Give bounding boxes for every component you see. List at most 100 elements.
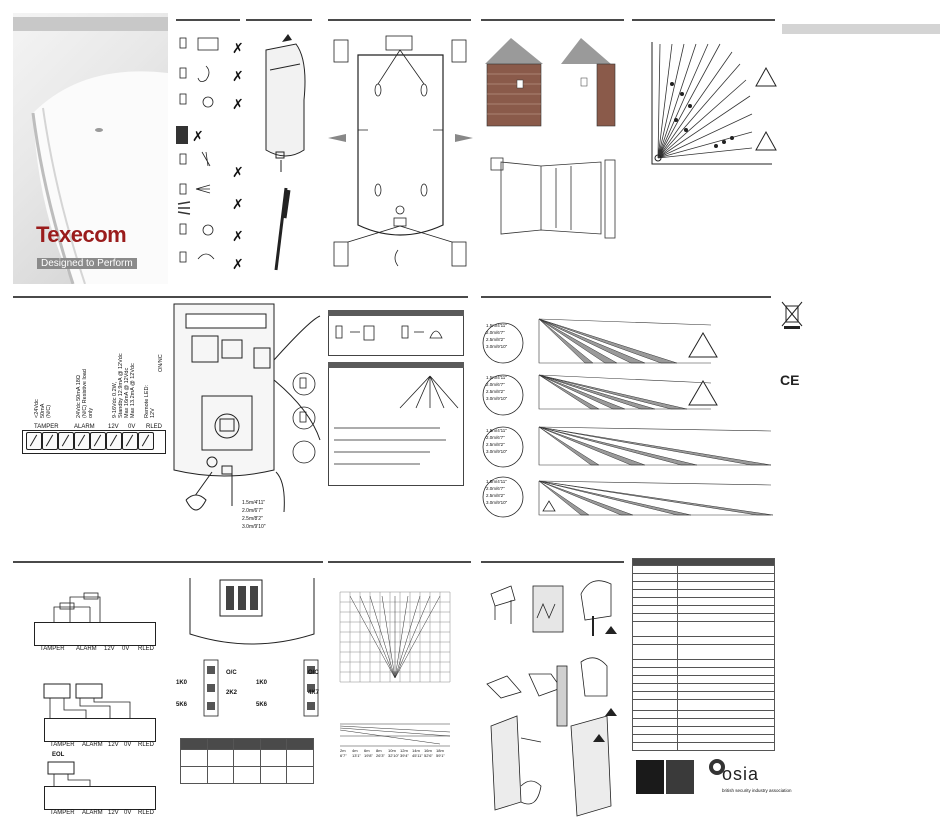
terminal-label: RLED: [138, 742, 155, 748]
terminal-label: 0V: [124, 810, 132, 816]
osia-sub: british security industry association: [722, 788, 792, 793]
terminal-label: 0V: [124, 742, 132, 748]
no-mark: ✗: [232, 256, 244, 272]
top-rule-3: [246, 19, 312, 21]
terminal-strip-2: [34, 622, 156, 646]
terminal-label-12v: 12V: [108, 424, 119, 430]
pcb-diagram: [173, 303, 321, 513]
on-nc-label: ON/NC: [158, 354, 164, 372]
pcb-height-label: 2.0m/6'7": [242, 508, 263, 514]
walk-test-diagram: [651, 42, 777, 165]
xtick-0: 2m 6'7": [340, 748, 347, 758]
dip-switch-zoom: [189, 578, 315, 645]
pcb-height-label: 3.0m/9'10": [242, 524, 266, 530]
no-mark: ✗: [192, 128, 204, 144]
mount-height-icons: [292, 372, 316, 464]
alarm-rating: 24Vdc 50mA 18Ω (N/C) Resistive load only: [76, 369, 94, 418]
power-rating: 9-16Vdc 0.2W, Standby 12.9mA @ 12Vdc Max…: [112, 353, 136, 418]
terminal-label: RLED: [138, 810, 155, 816]
terminal-label-0v: 0V: [128, 424, 136, 430]
eol-1k0b: 1K0: [256, 680, 268, 686]
height-d2: 2.5m/8'2": [486, 493, 505, 498]
height-d1: 2.0m/6'7": [486, 486, 505, 491]
eol-2k2: 2K2: [226, 690, 238, 696]
walk-test-header: [328, 362, 464, 368]
no-mark: ✗: [232, 96, 244, 112]
xtick-3: 8m 26'3": [376, 748, 385, 758]
height-b0: 1.5m/4'11": [486, 375, 507, 380]
eol-table: [180, 738, 314, 784]
top-rule-5: [481, 19, 624, 21]
eol-5k6: 5K6: [176, 702, 188, 708]
cover-panel: Texecom Designed to Perform: [13, 13, 168, 284]
led-test-header: [328, 310, 464, 316]
terminal-label: ALARM: [82, 742, 103, 748]
no-mark: ✗: [232, 228, 244, 244]
no-mark: ✗: [232, 68, 244, 84]
beam-patterns: [482, 318, 774, 518]
spec-table: [632, 558, 775, 751]
top-rule-6: [632, 19, 775, 21]
terminal-label: TAMPER: [50, 810, 75, 816]
terminal-label: TAMPER: [40, 646, 65, 652]
terminal-label: 0V: [122, 646, 130, 652]
height-c0: 1.5m/4'11": [486, 428, 507, 433]
top-rule-2: [176, 19, 240, 21]
terminal-label-rled: RLED: [146, 424, 163, 430]
xtick-7: 16m 52'6": [424, 748, 433, 758]
mid-rule-2: [481, 296, 771, 298]
height-b2: 2.5m/8'2": [486, 389, 505, 394]
installation-sketches: [486, 580, 617, 817]
eol-wiring-2: [43, 683, 131, 718]
terminal-screw: [74, 432, 90, 450]
no-mark: ✗: [232, 40, 244, 56]
eol-oc-b: O/C: [308, 670, 319, 676]
brand-tagline: Designed to Perform: [37, 258, 137, 269]
eol-resistor-blocks: [203, 659, 319, 717]
pcb-height-label: 1.5m/4'11": [242, 500, 266, 506]
mid-rule-1: [13, 296, 468, 298]
bottom-rule-3: [481, 561, 624, 563]
terminal-label: TAMPER: [50, 742, 75, 748]
terminal-screw: [122, 432, 138, 450]
osia-swirl-icon: [709, 759, 725, 775]
terminal-screw: [90, 432, 106, 450]
xtick-6: 14m 45'11": [412, 748, 423, 758]
terminal-screw: [138, 432, 154, 450]
brand-logo: Texecom: [36, 222, 127, 247]
xtick-4: 10m 32'10": [388, 748, 400, 758]
eol-wiring-3: [47, 761, 91, 788]
terminal-label-tamper: TAMPER: [34, 424, 59, 430]
terminal-screw: [58, 432, 74, 450]
bottom-rule-1: [13, 561, 323, 563]
osia-logo: osia: [722, 764, 760, 784]
cert-logo-1: [636, 760, 664, 794]
terminal-strip-3: [44, 718, 156, 742]
xtick-8: 18m 59'1": [436, 748, 445, 758]
weee-icon: [781, 301, 803, 329]
height-a0: 1.5m/4'11": [486, 323, 507, 328]
placement-icons: [176, 37, 219, 263]
top-rule-4: [328, 19, 471, 21]
no-mark: ✗: [232, 164, 244, 180]
height-a1: 2.0m/6'7": [486, 330, 505, 335]
terminal-label: 12V: [108, 742, 119, 748]
header-strip: [782, 24, 940, 34]
mounting-diagram: [328, 35, 473, 267]
height-c1: 2.0m/6'7": [486, 435, 505, 440]
ce-mark: CE: [780, 372, 800, 388]
eol-4k7: 4K7: [308, 690, 320, 696]
height-a3: 3.0m/9'10": [486, 344, 508, 349]
height-d0: 1.5m/4'11": [486, 479, 507, 484]
remote-led-label: Remote LED: 12V: [144, 384, 156, 418]
terminal-screw: [26, 432, 42, 450]
height-c3: 3.0m/9'10": [486, 449, 508, 454]
eol-label: EOL: [52, 752, 65, 758]
height-b1: 2.0m/6'7": [486, 382, 505, 387]
xtick-1: 4m 13'1": [352, 748, 361, 758]
siting-diagrams: [485, 38, 616, 239]
xtick-2: 6m 19'8": [364, 748, 373, 758]
terminal-label: ALARM: [82, 810, 103, 816]
led-icons: [335, 325, 443, 341]
bottom-rule-2: [328, 561, 471, 563]
